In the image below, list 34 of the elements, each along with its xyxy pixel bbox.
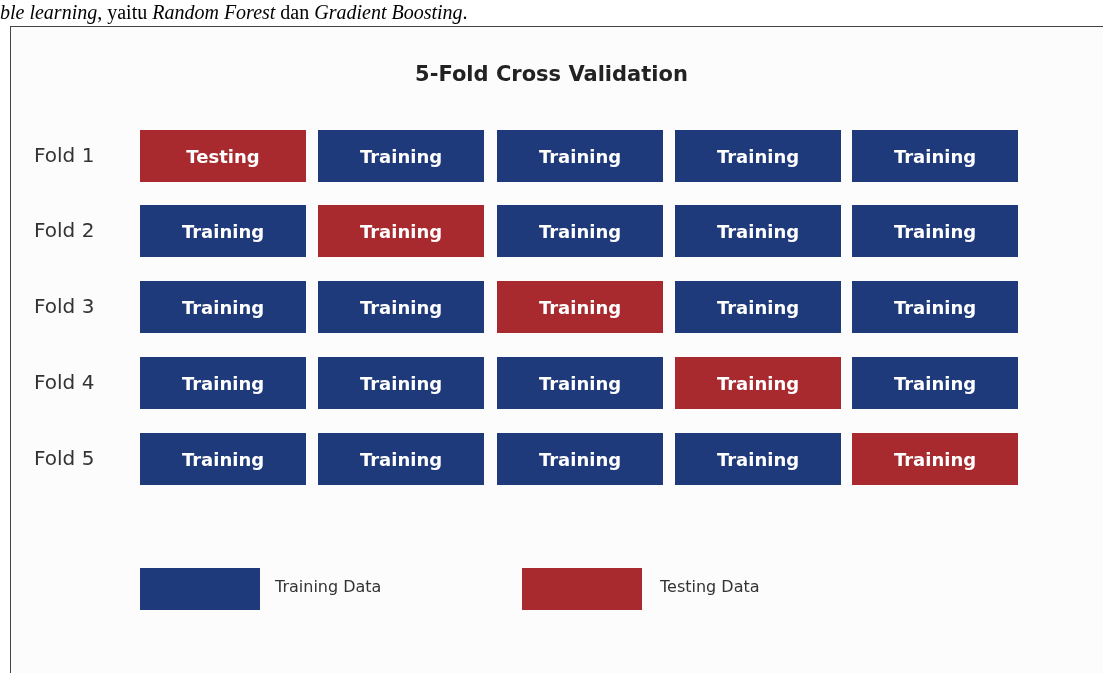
training-block: Training bbox=[675, 205, 841, 257]
training-block: Training bbox=[675, 433, 841, 485]
testing-block: Training bbox=[497, 281, 663, 333]
training-block: Training bbox=[140, 433, 306, 485]
training-block: Training bbox=[675, 130, 841, 182]
training-block: Training bbox=[318, 281, 484, 333]
training-block: Training bbox=[852, 281, 1018, 333]
testing-block: Testing bbox=[140, 130, 306, 182]
testing-block: Training bbox=[318, 205, 484, 257]
training-block: Training bbox=[318, 433, 484, 485]
row-label: Fold 1 bbox=[34, 143, 95, 167]
text-line: ble learning, yaitu Random Forest dan Gradient Boosting. bbox=[0, 0, 468, 24]
training-block: Training bbox=[852, 130, 1018, 182]
row-label: Fold 2 bbox=[34, 218, 95, 242]
training-block: Training bbox=[497, 433, 663, 485]
training-block: Training bbox=[318, 130, 484, 182]
testing-block: Training bbox=[675, 357, 841, 409]
training-block: Training bbox=[497, 357, 663, 409]
training-block: Training bbox=[675, 281, 841, 333]
training-block: Training bbox=[140, 205, 306, 257]
row-label: Fold 5 bbox=[34, 446, 95, 470]
training-block: Training bbox=[140, 281, 306, 333]
row-label: Fold 4 bbox=[34, 370, 95, 394]
legend-label: Training Data bbox=[275, 577, 382, 596]
training-block: Training bbox=[318, 357, 484, 409]
chart-title: 5-Fold Cross Validation bbox=[414, 62, 689, 86]
testing-block: Training bbox=[852, 433, 1018, 485]
training-block: Training bbox=[140, 357, 306, 409]
training-block: Training bbox=[497, 130, 663, 182]
legend-label: Testing Data bbox=[660, 577, 760, 596]
training-block: Training bbox=[852, 205, 1018, 257]
training-block: Training bbox=[852, 357, 1018, 409]
row-label: Fold 3 bbox=[34, 294, 95, 318]
training-block: Training bbox=[497, 205, 663, 257]
